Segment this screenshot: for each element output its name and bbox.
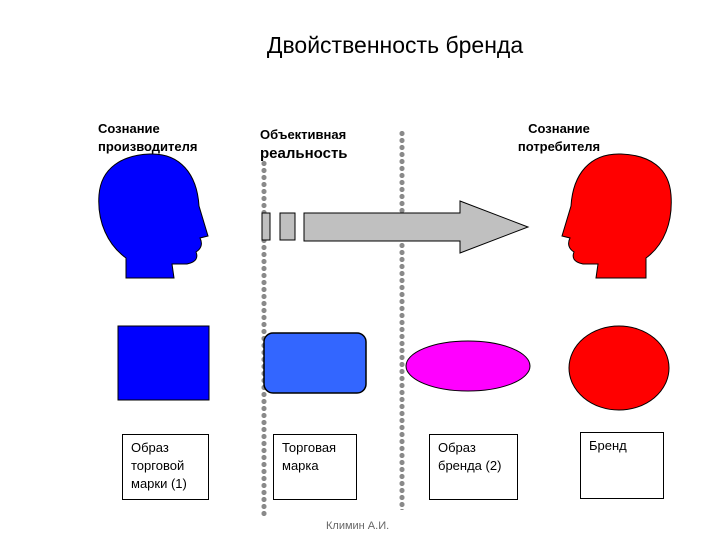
dotted-separator-right [399,130,405,510]
author-footer: Климин А.И. [326,520,390,532]
consumer-head-icon [561,153,672,279]
producer-consciousness-label: Сознание производителя [98,121,198,154]
arrow-segment-1 [261,212,271,241]
brand-box: Бренд [580,432,664,499]
objective-reality-label-line2: реальность [260,145,348,162]
consumer-consciousness-label: Сознание потребителя [517,121,601,154]
trademark-image-square [117,325,210,401]
page-title: Двойственность бренда [266,32,524,58]
arrow-main [303,200,530,254]
brand-ellipse [568,325,670,411]
brand-image-box: Образ бренда (2) [429,434,518,500]
trademark-rounded-rect [263,332,367,394]
arrow-segment-2 [279,212,296,241]
trademark-box: Торговая марка [273,434,357,500]
objective-reality-label-line1: Объективная [260,127,347,142]
trademark-image-box: Образ торговой марки (1) [122,434,209,500]
brand-image-ellipse [405,340,531,392]
producer-head-icon [98,153,209,279]
